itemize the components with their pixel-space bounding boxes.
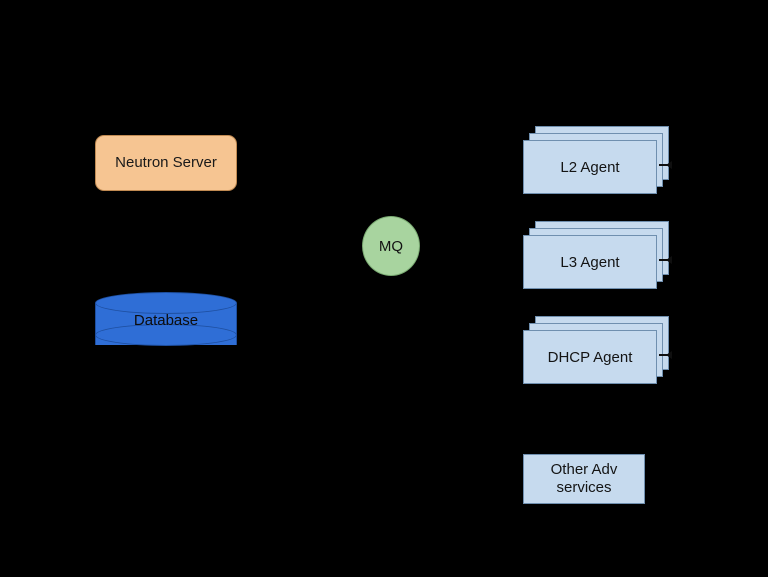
arrow-icon-dhcp bbox=[659, 351, 672, 359]
node-database-label: Database bbox=[133, 312, 199, 329]
arrow-icon-l3 bbox=[659, 256, 672, 264]
node-l2-agent[interactable]: L2 Agent bbox=[523, 126, 672, 198]
node-neutron-server[interactable]: Neutron Server bbox=[95, 135, 237, 191]
node-mq[interactable]: MQ bbox=[362, 216, 420, 276]
node-neutron-server-label: Neutron Server bbox=[115, 154, 217, 172]
stack-sheet-front: L2 Agent bbox=[523, 140, 657, 194]
node-dhcp-agent-label: DHCP Agent bbox=[547, 348, 633, 366]
node-mq-label: MQ bbox=[378, 237, 404, 255]
node-l3-agent-label: L3 Agent bbox=[560, 253, 620, 271]
node-database[interactable]: Database bbox=[95, 292, 237, 356]
node-other-adv-services-label-line2: services bbox=[556, 479, 612, 496]
database-cylinder-bottom bbox=[95, 324, 237, 346]
node-other-adv-services-label-line1: Other Adv bbox=[550, 461, 618, 478]
arrow-icon-l2 bbox=[659, 161, 672, 169]
node-other-adv-services[interactable]: Other Adv services bbox=[523, 454, 645, 504]
database-cylinder-top bbox=[95, 292, 237, 314]
stack-sheet-front: DHCP Agent bbox=[523, 330, 657, 384]
stack-sheet-front: L3 Agent bbox=[523, 235, 657, 289]
node-dhcp-agent[interactable]: DHCP Agent bbox=[523, 316, 672, 388]
node-l2-agent-label: L2 Agent bbox=[560, 158, 620, 176]
node-l3-agent[interactable]: L3 Agent bbox=[523, 221, 672, 293]
node-other-adv-services-label: Other Adv services bbox=[551, 461, 618, 497]
